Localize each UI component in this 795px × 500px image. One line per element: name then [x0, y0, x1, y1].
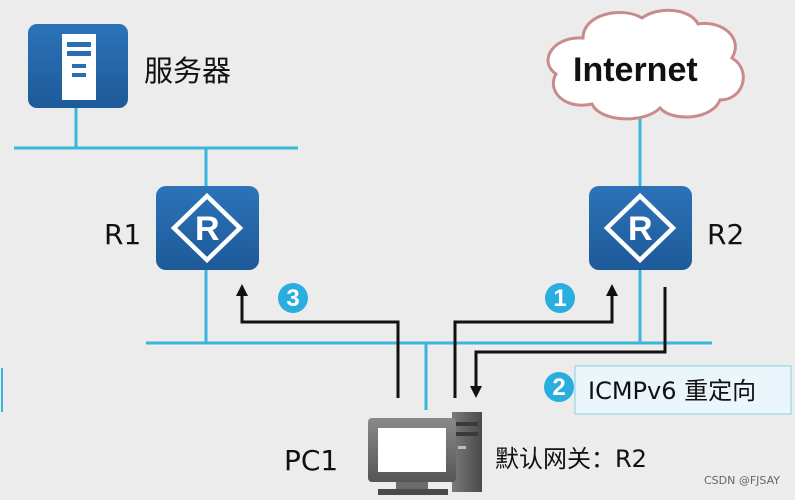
step-1-number: 1	[553, 285, 566, 312]
server-icon	[28, 24, 128, 108]
icmp-redirect-label: ICMPv6 重定向	[588, 377, 756, 405]
flow-arrows	[236, 284, 667, 398]
step-1-badge: 1	[545, 283, 575, 313]
step-2-badge: 2	[544, 372, 574, 402]
arrow-step1-path	[453, 284, 618, 398]
step-2-number: 2	[552, 374, 565, 401]
watermark: CSDN @FJSAY	[704, 474, 780, 487]
pc-icon	[368, 412, 482, 495]
pc-label: PC1	[284, 444, 338, 477]
icmp-redirect-box: ICMPv6 重定向	[574, 365, 792, 415]
router-r2-icon: R	[589, 186, 692, 270]
network-links	[1, 105, 712, 412]
internet-label: Internet	[573, 51, 698, 89]
step-3-badge: 3	[278, 283, 308, 313]
arrow-step2-path	[470, 287, 667, 398]
step-3-number: 3	[286, 285, 299, 312]
router-r1-icon: R	[156, 186, 259, 270]
router-r2-letter: R	[628, 210, 653, 248]
internet-cloud: Internet	[546, 8, 745, 121]
server-label: 服务器	[144, 54, 231, 88]
router-r2-label: R2	[707, 218, 744, 251]
router-r1-letter: R	[195, 210, 220, 248]
arrow-step3-path	[236, 284, 400, 398]
router-r1-label: R1	[104, 218, 141, 251]
default-gateway-label: 默认网关：R2	[495, 445, 647, 473]
